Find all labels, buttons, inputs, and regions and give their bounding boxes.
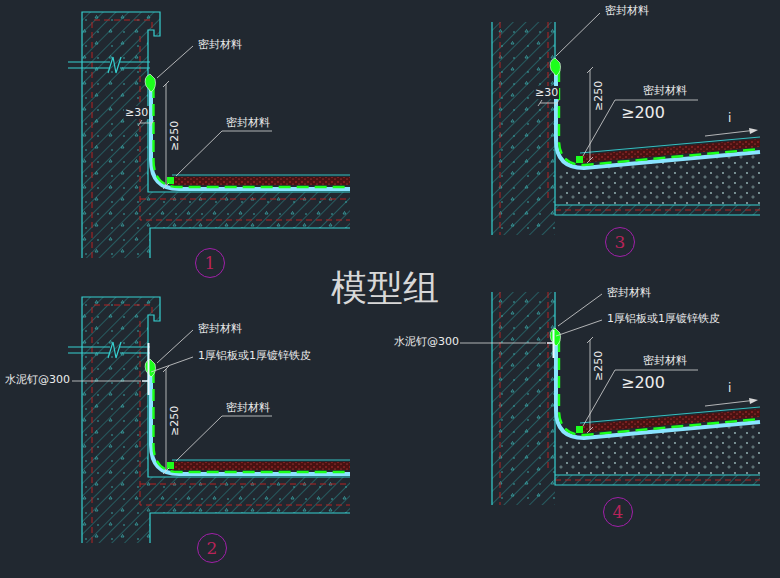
callout-number: 1 — [205, 255, 216, 272]
line-shape — [555, 204, 760, 205]
path-shape — [176, 131, 272, 176]
material-label: 1厚铝板或1厚镀锌铁皮 — [197, 349, 312, 362]
material-label: 密封材料 — [604, 4, 650, 17]
g-shape — [92, 20, 350, 258]
polygon-shape — [492, 22, 555, 235]
callout-number: 3 — [615, 234, 626, 251]
line-shape — [500, 22, 501, 235]
material-label: 密封材料 — [197, 322, 243, 335]
polygon-shape — [82, 12, 350, 258]
line-shape — [163, 81, 169, 87]
metal-strip — [553, 330, 555, 358]
dimension-text: ≥250 — [168, 120, 181, 152]
rect-shape — [576, 156, 583, 163]
path-shape — [138, 120, 154, 126]
parapet-detail — [68, 12, 350, 258]
polygon-shape — [492, 22, 555, 235]
detail-callout-circle: 2 — [197, 533, 227, 563]
dimension-text: ≥30 — [124, 106, 149, 119]
parapet-detail-copy — [68, 297, 350, 543]
path-shape — [157, 46, 193, 78]
material-label: 密封材料 — [225, 401, 271, 414]
line-shape — [587, 157, 593, 163]
nail-label: 水泥钉@300 — [4, 373, 71, 386]
line-shape — [705, 131, 752, 137]
line-shape — [163, 183, 169, 189]
line-shape — [172, 175, 350, 176]
detail-callout-circle: 4 — [603, 497, 633, 527]
material-label: 密封材料 — [642, 354, 688, 367]
polygon-shape — [82, 12, 350, 258]
line-shape — [590, 70, 591, 160]
path-shape — [556, 13, 600, 56]
line-shape — [166, 84, 167, 186]
polyline-shape — [82, 12, 350, 258]
line-shape — [555, 210, 760, 211]
wall-detail-copy — [492, 292, 760, 505]
detail-callout-circle: 1 — [195, 248, 225, 278]
path-shape — [154, 86, 351, 187]
material-label: 密封材料 — [642, 84, 688, 97]
path-shape — [176, 416, 272, 461]
rect-shape — [555, 205, 760, 215]
callout-number: 4 — [613, 504, 624, 521]
path-shape — [68, 62, 150, 68]
material-label: 密封材料 — [606, 286, 652, 299]
rect-shape — [172, 177, 350, 185]
watermark: 模型组 — [330, 266, 440, 309]
polygon-shape — [749, 128, 758, 134]
slope-mark: i — [727, 381, 732, 395]
path-shape — [151, 357, 193, 372]
g-shape — [68, 12, 350, 258]
polyline-shape — [555, 22, 760, 215]
line-shape — [140, 199, 350, 200]
nail-mark — [142, 380, 149, 382]
dimension-text: ≥30 — [534, 86, 559, 99]
g-shape — [500, 22, 760, 235]
path-shape — [157, 330, 193, 363]
g-shape — [587, 67, 752, 163]
path-shape — [108, 57, 121, 73]
path-shape — [145, 74, 155, 92]
nail-label: 水泥钉@300 — [393, 335, 460, 348]
polyline-shape — [92, 20, 152, 258]
path-shape — [72, 381, 141, 382]
path-shape — [550, 58, 560, 76]
dimension-text: ≥250 — [168, 405, 181, 437]
callout-number: 2 — [207, 540, 218, 557]
material-label: 密封材料 — [225, 116, 271, 129]
path-shape — [151, 82, 350, 189]
path-shape — [558, 294, 602, 326]
material-label: 密封材料 — [197, 38, 243, 51]
line-shape — [548, 22, 549, 200]
detail-callout-circle: 3 — [605, 227, 635, 257]
rect-shape — [167, 177, 174, 184]
rect-shape — [172, 177, 350, 185]
leader-lines — [72, 13, 698, 461]
path-shape — [458, 343, 546, 344]
wall-detail — [492, 22, 760, 235]
dimension-text: ≥250 — [592, 80, 605, 112]
polyline-shape — [150, 228, 350, 258]
path-shape — [559, 70, 760, 165]
dimension-text: ≥200 — [620, 373, 666, 392]
dimension-text: ≥250 — [592, 350, 605, 382]
line-shape — [587, 67, 593, 73]
g-shape — [492, 22, 760, 235]
metal-strip — [148, 343, 150, 395]
path-shape — [556, 320, 602, 336]
dimension-text: ≥200 — [620, 103, 666, 122]
slope-mark: i — [727, 111, 732, 125]
path-shape — [538, 100, 559, 106]
nail-mark — [547, 342, 554, 344]
material-label: 1厚铝板或1厚镀锌铁皮 — [606, 312, 721, 325]
line-shape — [491, 22, 492, 235]
path-shape — [556, 66, 760, 168]
